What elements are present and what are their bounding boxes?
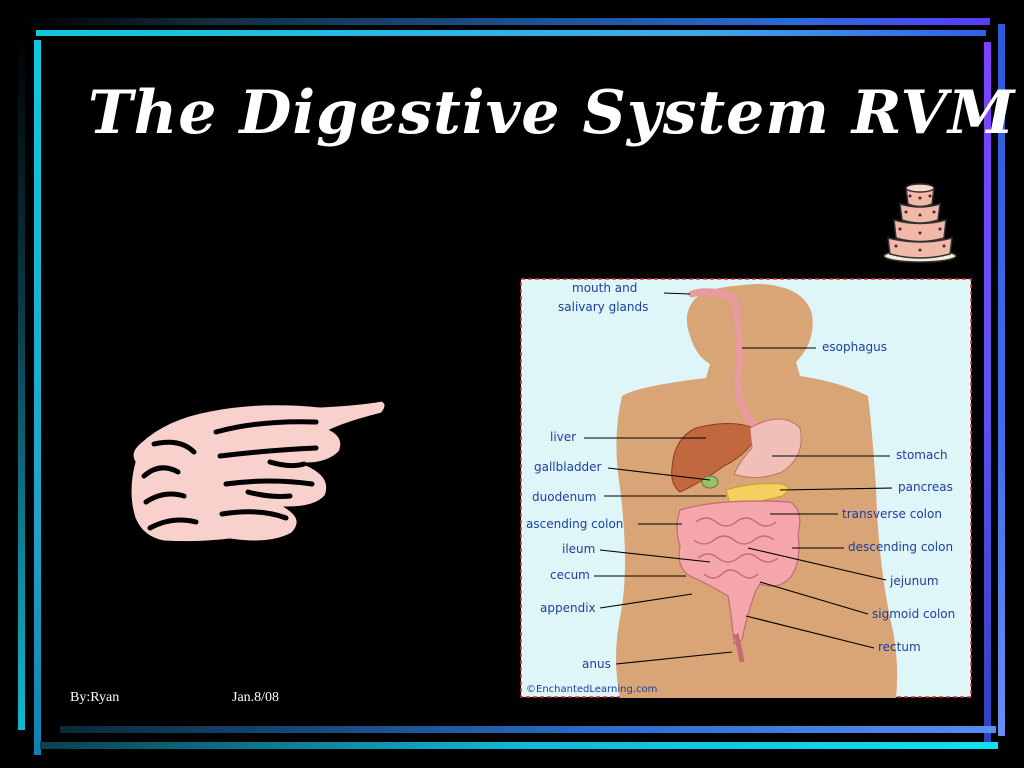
- small-intestine-coils: [693, 517, 779, 579]
- label-cecum: cecum: [550, 568, 590, 582]
- frame-top-bar-outer: [20, 18, 990, 25]
- label-stomach: stomach: [896, 448, 948, 462]
- label-ileum: ileum: [562, 542, 595, 556]
- gallbladder-shape: [701, 475, 719, 489]
- frame-right-bar-outer: [998, 24, 1005, 736]
- label-duodenum: duodenum: [532, 490, 596, 504]
- digestive-system-diagram: mouth and salivary glands esophagus live…: [520, 278, 972, 698]
- liver-shape: [671, 422, 759, 493]
- label-sigmoid-colon: sigmoid colon: [872, 607, 955, 621]
- label-descending-colon: descending colon: [848, 540, 953, 554]
- label-liver: liver: [550, 430, 576, 444]
- author-text: By:Ryan: [70, 690, 120, 705]
- label-gallbladder: gallbladder: [534, 460, 602, 474]
- stomach-shape: [733, 418, 802, 478]
- frame-left-bar-inner: [34, 40, 41, 755]
- frame-bottom-bar-outer: [40, 742, 998, 749]
- label-mouth: mouth and: [572, 281, 637, 295]
- label-pancreas: pancreas: [898, 480, 953, 494]
- pointing-hand-clipart: [128, 398, 388, 545]
- label-jejunum: jejunum: [889, 574, 939, 588]
- frame-left-bar-outer: [18, 30, 25, 730]
- label-mouth-2: salivary glands: [558, 300, 648, 314]
- diagram-credit: ©EnchantedLearning.com: [526, 684, 657, 695]
- label-transverse-colon: transverse colon: [842, 507, 942, 521]
- label-rectum: rectum: [878, 640, 921, 654]
- rectum-shape: [733, 633, 745, 663]
- frame-bottom-bar-inner: [60, 726, 996, 733]
- label-ascending-colon: ascending colon: [526, 517, 623, 531]
- label-appendix: appendix: [540, 601, 596, 615]
- label-esophagus: esophagus: [822, 340, 887, 354]
- label-anus: anus: [582, 657, 611, 671]
- slide-title: The Digestive System RVM: [88, 78, 1016, 148]
- frame-right-bar-inner: [984, 42, 991, 742]
- date-text: Jan.8/08: [232, 690, 280, 705]
- wedding-cake-clipart: [883, 183, 957, 263]
- label-leader-lines: [584, 292, 893, 665]
- frame-top-bar-inner: [36, 30, 986, 36]
- esophagus-tube: [688, 288, 760, 430]
